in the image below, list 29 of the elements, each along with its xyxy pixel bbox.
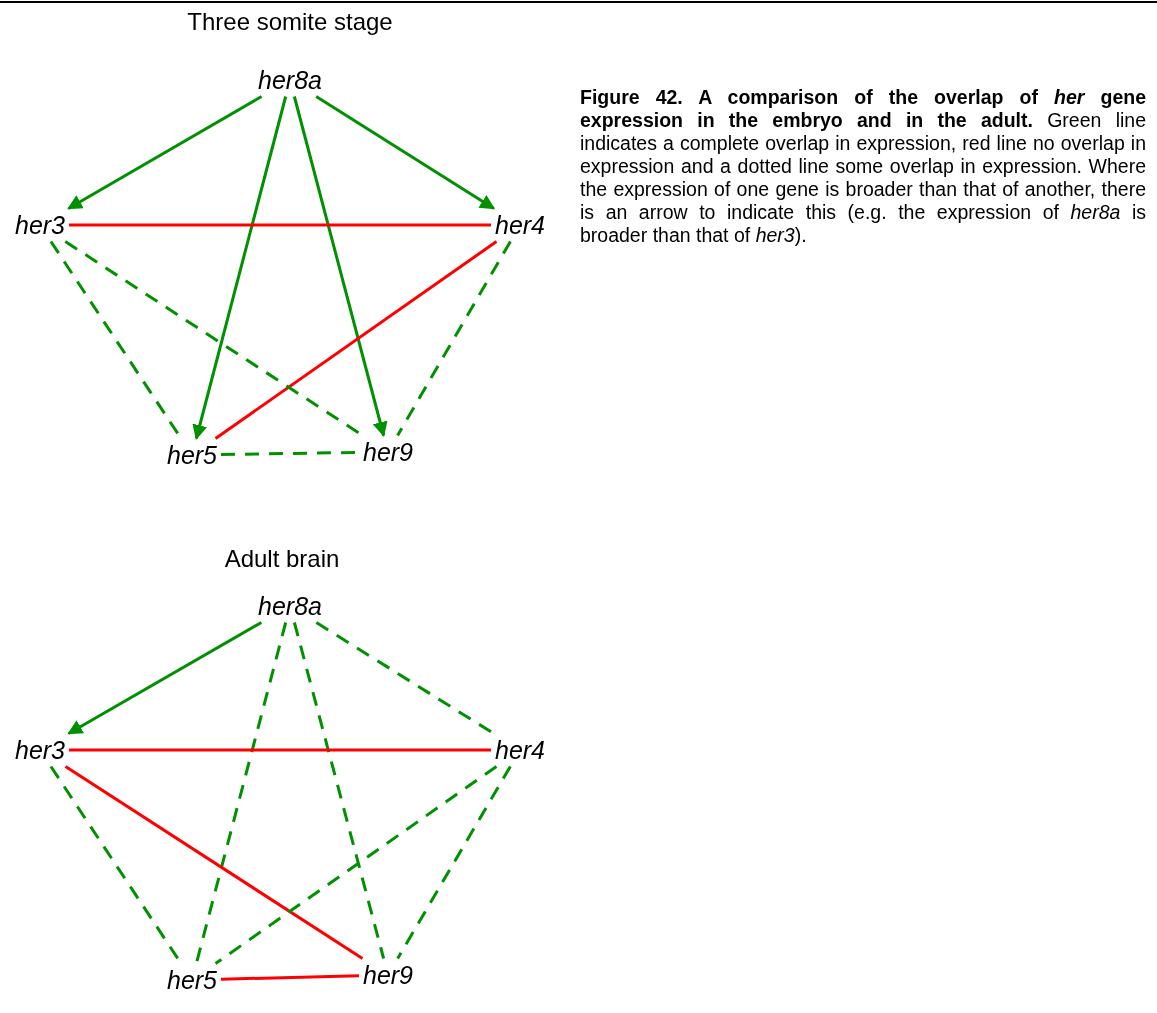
connector-line (64, 765, 364, 960)
connector-line (194, 622, 288, 964)
connector-line (69, 748, 491, 752)
gene-label: her9 (359, 435, 417, 469)
gene-label: her9 (359, 958, 417, 992)
connector-line (221, 974, 359, 981)
arrow (67, 621, 263, 735)
connector-line (69, 223, 491, 227)
arrow (192, 96, 288, 440)
connector-line (292, 622, 386, 959)
gene-label: her5 (163, 963, 221, 997)
gene-label: her8a (254, 63, 326, 97)
panel-title: Three somite stage (187, 8, 393, 36)
arrow (67, 95, 263, 210)
connector-line (315, 621, 495, 735)
figure-caption: Figure 42. A comparison of the overlap of her gene expression in the embryo and in the adult. Green line indicates a complete overlap in expression, red line no overlap in expression and a dotted line some overlap in expression. Where the expression of one gene is broader than that of another, there is an arrow to indicate this (e.g. the expression of her8a is broader than that of her3). (580, 86, 1146, 247)
gene-label: her5 (163, 438, 221, 472)
connector-line (214, 765, 498, 965)
arrow (315, 95, 496, 210)
gene-label: her8a (254, 589, 326, 623)
gene-label: her3 (11, 208, 69, 242)
arrow (292, 96, 388, 437)
panel-title: Adult brain (224, 545, 340, 573)
gene-label: her4 (491, 733, 549, 767)
gene-label: her4 (491, 208, 549, 242)
connector-line (396, 240, 512, 437)
connector-line (214, 240, 498, 440)
gene-label: her3 (11, 733, 69, 767)
connector-line (396, 765, 512, 960)
